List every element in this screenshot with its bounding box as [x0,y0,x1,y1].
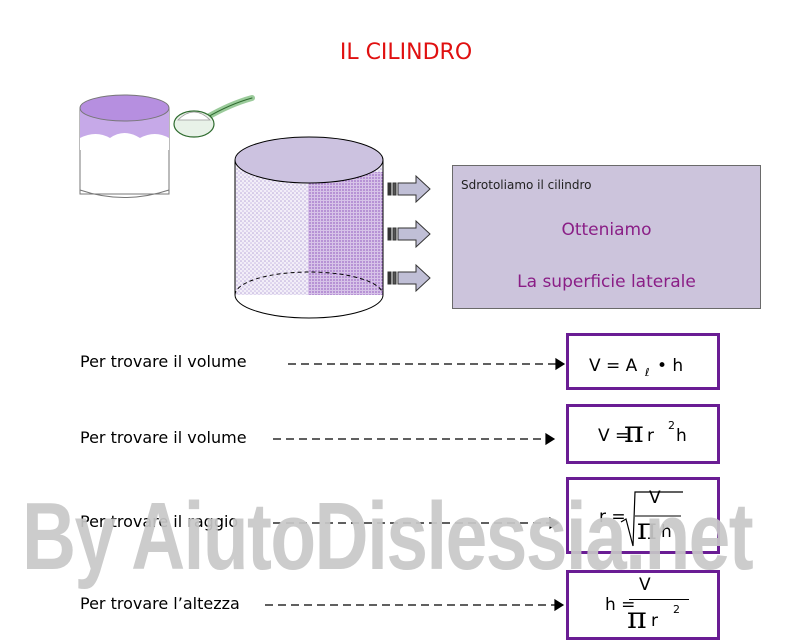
fraction-bar [629,599,689,600]
formula-box-volume-pi: V = π r 2 h [566,404,720,464]
formula-numerator: V [649,488,661,508]
formula-lhs: h = [605,595,636,615]
page-title: IL CILINDRO [339,40,473,65]
unroll-caption: Sdrotoliamo il cilindro [461,178,592,192]
row-label-volume: Per trovare il volume [80,352,247,371]
formula-denominator-rest: r [651,611,658,631]
formula-denominator-rest: h [661,522,672,542]
unroll-box: Sdrotoliamo il cilindro Otteniamo La sup… [452,165,761,309]
formula-subscript: ℓ [645,366,650,379]
cylinder-icon [234,136,384,319]
arrow-icon [387,219,431,249]
row-label-height: Per trovare l’altezza [80,594,240,613]
pi-symbol: π [637,512,657,547]
formula-box-radius: r = V π h [566,477,720,554]
sqrt-symbol [620,491,683,547]
pi-symbol: π [627,601,647,636]
arrow-icon [387,174,431,204]
formula-superscript: 2 [673,603,680,616]
formula-lhs: V = [598,426,630,446]
formula-h: h [676,426,687,446]
arrow-icon [387,263,431,293]
spoon-icon [173,95,255,138]
unroll-heading: Otteniamo [561,220,652,240]
jar-icon [79,94,170,198]
formula-lhs: r = [599,507,626,527]
formula-lhs: V = A [589,356,638,376]
row-label-volume-2: Per trovare il volume [80,428,247,447]
formula-box-height: h = V π r 2 [566,570,720,640]
unroll-subheading: La superficie laterale [517,272,696,292]
formula-superscript: 2 [668,419,675,432]
unroll-arrows [387,174,431,293]
formula-box-volume-base: V = A ℓ • h [566,333,720,390]
row-label-radius: Per trovare il raggio [80,512,239,531]
formula-r: r [647,426,654,446]
watermark: By AiutoDislessia.net [22,483,754,590]
formula-rest: • h [657,356,684,376]
dashed-arrows [265,357,566,612]
pi-symbol: π [624,415,644,450]
formula-numerator: V [639,575,651,595]
